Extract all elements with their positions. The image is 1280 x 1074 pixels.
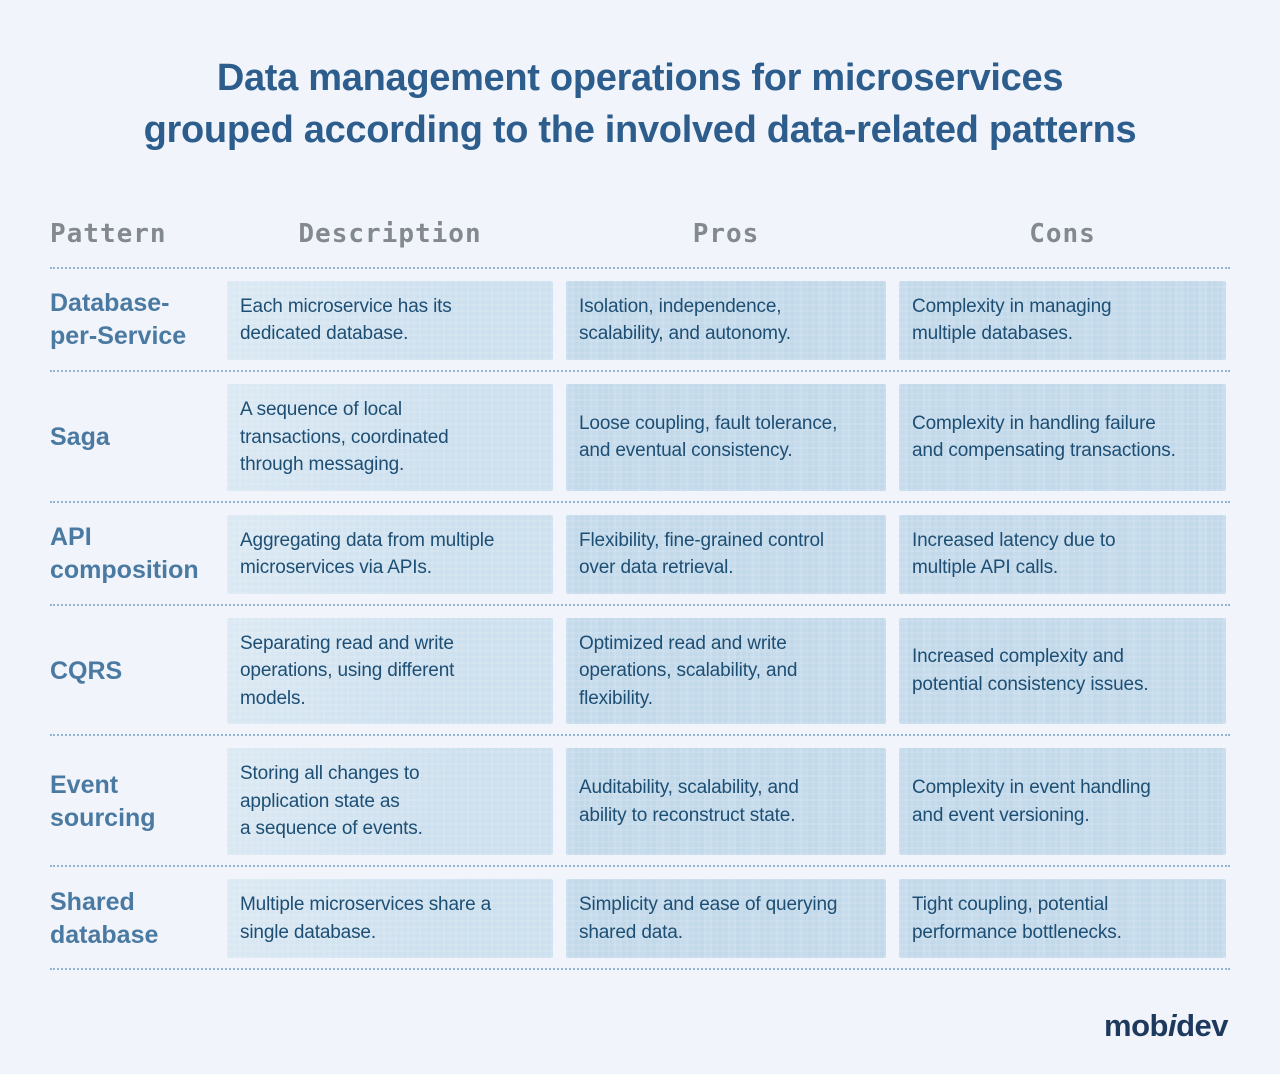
table-row: Database- per-Service Each microservice …: [50, 269, 1230, 372]
column-header-description: Description: [298, 218, 482, 249]
table-row: API composition Aggregating data from mu…: [50, 503, 1230, 606]
description-cell: A sequence of local transactions, coordi…: [227, 384, 553, 491]
description-cell: Separating read and write operations, us…: [227, 618, 553, 725]
page-title: Data management operations for microserv…: [143, 57, 1137, 152]
pros-cell: Optimized read and write operations, sca…: [566, 618, 886, 725]
pattern-label: CQRS: [50, 656, 123, 685]
pattern-label: API composition: [50, 523, 199, 585]
column-header-cons: Cons: [1029, 218, 1096, 249]
table-header-row: Pattern Description Pros Cons: [50, 219, 1230, 269]
description-cell: Each microservice has its dedicated data…: [227, 281, 553, 360]
table-row: CQRS Separating read and write operation…: [50, 606, 1230, 737]
pattern-label: Event sourcing: [50, 770, 156, 832]
footer: mobidev: [50, 1008, 1230, 1058]
table-row: Shared database Multiple microservices s…: [50, 867, 1230, 971]
description-cell: Multiple microservices share a single da…: [227, 879, 553, 958]
description-cell: Storing all changes to application state…: [227, 748, 553, 855]
column-header-pros: Pros: [692, 218, 760, 249]
pattern-label: Saga: [50, 422, 110, 451]
description-cell: Aggregating data from multiple microserv…: [227, 515, 553, 594]
table-row: Event sourcing Storing all changes to ap…: [50, 736, 1230, 867]
logo-text-prefix: mob: [1104, 1008, 1168, 1043]
cons-cell: Tight coupling, potential performance bo…: [899, 879, 1226, 958]
table-row: Saga A sequence of local transactions, c…: [50, 372, 1230, 503]
pattern-label: Database- per-Service: [50, 289, 187, 351]
cons-cell: Increased complexity and potential consi…: [899, 618, 1226, 725]
cons-cell: Complexity in handling failure and compe…: [899, 384, 1226, 491]
pros-cell: Loose coupling, fault tolerance, and eve…: [566, 384, 886, 491]
logo-italic-i: i: [1167, 1008, 1177, 1043]
mobidev-logo: mobidev: [1104, 1008, 1228, 1044]
cons-cell: Complexity in managing multiple database…: [899, 281, 1226, 360]
logo-text-suffix: dev: [1176, 1008, 1228, 1043]
pattern-label: Shared database: [50, 887, 159, 949]
pros-cell: Simplicity and ease of querying shared d…: [566, 879, 886, 958]
cons-cell: Increased latency due to multiple API ca…: [899, 515, 1226, 594]
pros-cell: Isolation, independence, scalability, an…: [566, 281, 886, 360]
column-header-pattern: Pattern: [50, 218, 167, 249]
cons-cell: Complexity in event handling and event v…: [899, 748, 1226, 855]
pros-cell: Auditability, scalability, and ability t…: [566, 748, 886, 855]
pros-cell: Flexibility, fine-grained control over d…: [566, 515, 886, 594]
